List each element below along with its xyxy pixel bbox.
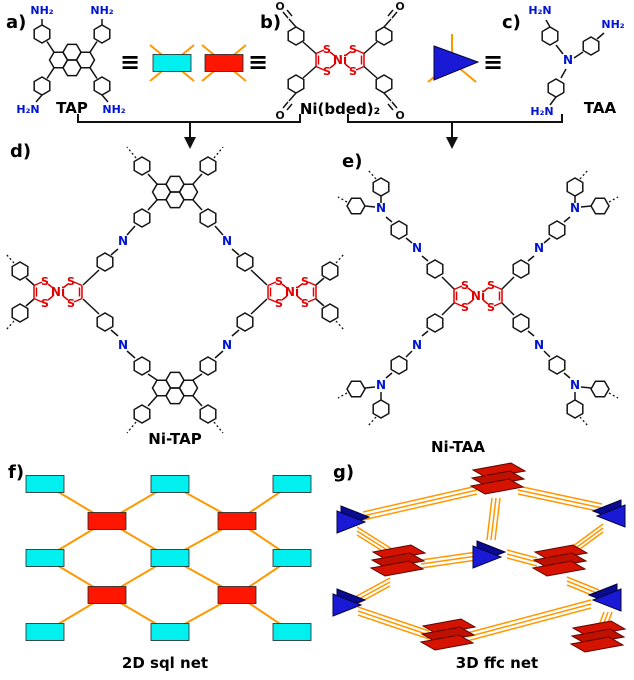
panel-d-nitap-framework: d) N N N N bbox=[5, 141, 345, 448]
amine-label: H₂N bbox=[528, 4, 551, 17]
tap-node-symbol bbox=[149, 44, 195, 82]
sql-node-tap bbox=[272, 475, 312, 493]
ffc-node-taa bbox=[472, 540, 506, 569]
molecule-label-nitaa: Ni-TAA bbox=[431, 438, 485, 456]
net-label-sql: 2D sql net bbox=[122, 654, 208, 672]
panel-label-a: a) bbox=[6, 12, 26, 33]
atom-label-n: N bbox=[534, 338, 544, 352]
panel-label-d: d) bbox=[10, 141, 31, 162]
amine-label: NH₂ bbox=[90, 4, 113, 17]
panel-e-nitaa-framework: e) N N N N N N N N Ni-T bbox=[337, 151, 619, 456]
sql-node-tap bbox=[150, 623, 190, 641]
atom-label-n: N bbox=[412, 241, 422, 255]
sql-node-ni bbox=[87, 512, 127, 530]
sql-node-tap bbox=[25, 549, 65, 567]
amine-label: NH₂ bbox=[30, 4, 53, 17]
sql-node-tap bbox=[25, 623, 65, 641]
atom-label-n: N bbox=[563, 53, 573, 67]
amine-label: H₂N bbox=[530, 105, 553, 118]
sql-node-ni bbox=[217, 512, 257, 530]
ffc-node-ni bbox=[570, 620, 626, 653]
sql-node-tap bbox=[272, 549, 312, 567]
net-label-ffc: 3D ffc net bbox=[456, 654, 538, 672]
panel-f-sql-net: f) 2D sql net bbox=[8, 462, 312, 672]
equivalence-sign: ≡ bbox=[248, 48, 268, 76]
atom-label-n: N bbox=[376, 201, 386, 215]
atom-label-n: N bbox=[534, 241, 544, 255]
sql-node-ni bbox=[217, 586, 257, 604]
ffc-node-ni bbox=[470, 462, 526, 495]
molecule-label-nitap: Ni-TAP bbox=[148, 430, 201, 448]
taa-node-symbol bbox=[427, 34, 480, 83]
atom-label-n: N bbox=[412, 338, 422, 352]
panel-g-ffc-net: g) 3D ffc net bbox=[332, 462, 626, 672]
reaction-arrow-left bbox=[77, 114, 301, 149]
sql-node-ni bbox=[87, 586, 127, 604]
atom-label-o: O bbox=[395, 109, 404, 122]
atom-label-n: N bbox=[222, 338, 232, 352]
molecule-label-taa: TAA bbox=[584, 99, 617, 117]
sql-node-tap bbox=[272, 623, 312, 641]
amine-label: H₂N bbox=[16, 103, 39, 116]
amine-label: NH₂ bbox=[102, 103, 125, 116]
amine-label: NH₂ bbox=[601, 18, 624, 31]
panel-label-c: c) bbox=[502, 12, 521, 33]
molecule-label-tap: TAP bbox=[56, 99, 88, 117]
atom-label-n: N bbox=[222, 234, 232, 248]
atom-label-n: N bbox=[376, 378, 386, 392]
atom-label-n: N bbox=[570, 378, 580, 392]
atom-label-n: N bbox=[118, 234, 128, 248]
panel-label-g: g) bbox=[333, 462, 354, 483]
equivalence-sign: ≡ bbox=[483, 48, 503, 76]
ni-node-symbol bbox=[201, 44, 247, 82]
sql-node-tap bbox=[25, 475, 65, 493]
panel-c-taa-structure: c) N H₂N NH₂ H₂N TAA bbox=[502, 4, 625, 118]
taa-triangle bbox=[433, 45, 480, 81]
ffc-node-taa bbox=[592, 499, 626, 528]
panel-label-f: f) bbox=[8, 462, 24, 483]
molecule-label-nibded: Ni(bded)₂ bbox=[300, 100, 380, 118]
equivalence-sign: ≡ bbox=[120, 48, 140, 76]
atom-label-o: O bbox=[275, 109, 284, 122]
panel-label-b: b) bbox=[260, 12, 281, 33]
sql-node-tap bbox=[150, 475, 190, 493]
reaction-arrow-right bbox=[347, 114, 563, 149]
panel-label-e: e) bbox=[342, 151, 362, 172]
arrowhead bbox=[446, 137, 458, 149]
ffc-node-ni bbox=[532, 544, 588, 577]
atom-label-n: N bbox=[118, 338, 128, 352]
ffc-node-ni bbox=[420, 618, 476, 651]
atom-label-o: O bbox=[275, 0, 284, 13]
panel-a-tap-structure: a) NH₂ NH₂ H₂N NH₂ TAP bbox=[6, 4, 126, 117]
arrowhead bbox=[184, 137, 196, 149]
sql-node-tap bbox=[150, 549, 190, 567]
atom-label-n: N bbox=[570, 201, 580, 215]
panel-b-nibded-structure: b) O O O O Ni(bded)₂ bbox=[260, 0, 405, 122]
atom-label-o: O bbox=[395, 0, 404, 13]
